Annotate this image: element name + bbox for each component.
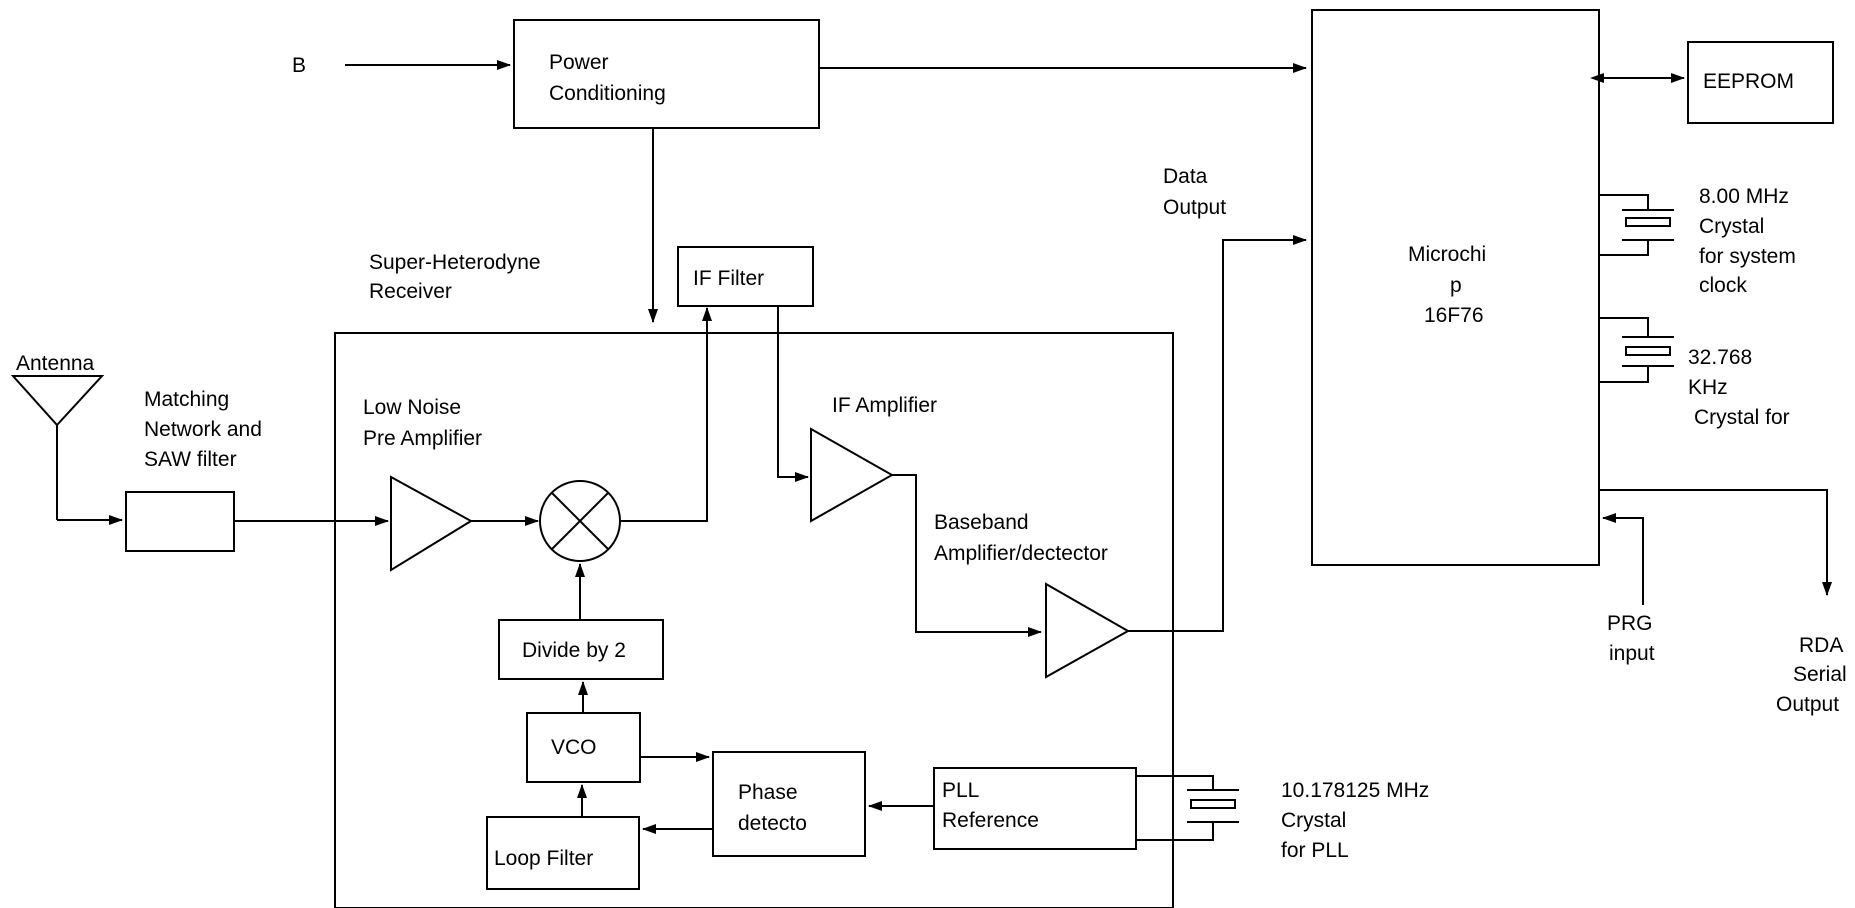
pll-reference-label-1: PLL <box>942 779 979 802</box>
phase-detector-label-2: detecto <box>738 812 807 835</box>
input-b-label: B <box>292 54 306 77</box>
matching-label-2: Network and <box>144 418 262 441</box>
pll-reference-box <box>933 767 1137 850</box>
crystal-8mhz-label-2: Crystal <box>1699 215 1764 238</box>
loop-filter-label: Loop Filter <box>494 847 593 870</box>
if-amp-to-baseband-wire <box>892 474 1042 637</box>
crystal-10mhz-label-1: 10.178125 MHz <box>1281 779 1429 802</box>
microchip-label-1: Microchi <box>1408 243 1486 266</box>
phase-detector-label-1: Phase <box>738 781 798 804</box>
rda-label-3: Output <box>1776 693 1839 716</box>
crystal-8mhz-label-3: for system <box>1699 245 1796 268</box>
if-amplifier-icon <box>810 427 895 523</box>
crystal-8mhz-icon <box>1599 194 1674 256</box>
crystal-32khz-icon <box>1599 317 1674 383</box>
saw-filter-box <box>125 491 235 552</box>
superhet-label-1: Super-Heterodyne <box>369 251 541 274</box>
antenna-icon <box>10 375 105 520</box>
data-output-wire <box>1128 235 1307 632</box>
baseband-label-2: Amplifier/dectector <box>934 542 1108 565</box>
pll-reference-label-2: Reference <box>942 809 1039 832</box>
microchip-label-2: p <box>1450 274 1462 297</box>
rda-label-2: Serial <box>1793 663 1847 686</box>
power-conditioning-label-1: Power <box>549 51 609 74</box>
eeprom-label: EEPROM <box>1703 70 1794 93</box>
lna-label-2: Pre Amplifier <box>363 427 482 450</box>
data-output-label-2: Output <box>1163 196 1226 219</box>
divide-by-2-label: Divide by 2 <box>522 639 626 662</box>
vco-label: VCO <box>551 736 597 759</box>
crystal-10mhz-icon <box>1136 775 1239 841</box>
loop-filter-box <box>486 816 640 890</box>
matching-label-1: Matching <box>144 388 229 411</box>
power-conditioning-label-2: Conditioning <box>549 82 666 105</box>
antenna-label: Antenna <box>16 352 95 375</box>
crystal-10mhz-label-2: Crystal <box>1281 809 1346 832</box>
lna-label-1: Low Noise <box>363 396 461 419</box>
crystal-32khz-label-1: 32.768 <box>1688 346 1752 369</box>
crystal-10mhz-label-3: for PLL <box>1281 839 1349 862</box>
if-filter-to-amp-wire <box>777 306 809 482</box>
if-filter-box <box>677 246 814 307</box>
if-filter-label: IF Filter <box>693 267 764 290</box>
power-conditioning-box <box>513 19 820 129</box>
mixer-icon <box>539 480 621 562</box>
crystal-8mhz-label-1: 8.00 MHz <box>1699 185 1789 208</box>
prg-label-2: input <box>1609 642 1655 665</box>
phase-detector-box <box>712 751 866 857</box>
data-output-label-1: Data <box>1163 165 1208 188</box>
if-amp-label: IF Amplifier <box>832 394 937 417</box>
superhet-label-2: Receiver <box>369 280 452 303</box>
eeprom-box <box>1687 41 1834 124</box>
lna-amplifier-icon <box>390 475 473 572</box>
baseband-amplifier-icon <box>1045 582 1131 679</box>
prg-label-1: PRG <box>1607 612 1653 635</box>
prg-input-wire <box>1602 513 1644 605</box>
microchip-box <box>1311 9 1600 566</box>
receiver-box <box>334 332 1174 908</box>
mixer-to-if-filter-wire <box>620 307 712 522</box>
baseband-label-1: Baseband <box>934 511 1029 534</box>
rda-output-wire <box>1599 489 1832 596</box>
crystal-8mhz-label-4: clock <box>1699 274 1747 297</box>
rda-label-1: RDA <box>1799 634 1843 657</box>
matching-label-3: SAW filter <box>144 448 237 471</box>
crystal-32khz-label-2: KHz <box>1688 376 1728 399</box>
microchip-label-3: 16F76 <box>1424 304 1484 327</box>
crystal-32khz-label-3: Crystal for <box>1694 406 1790 429</box>
